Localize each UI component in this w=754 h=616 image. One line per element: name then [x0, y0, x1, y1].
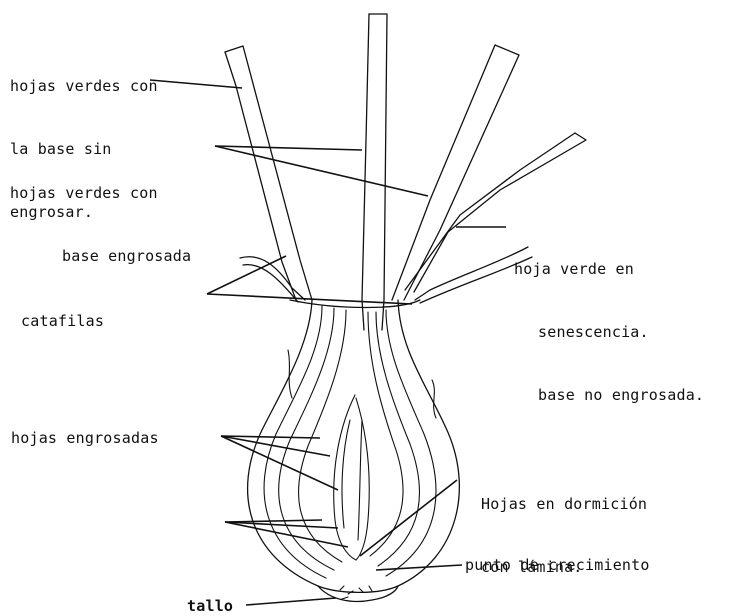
label-line: hoja verde en [514, 259, 704, 280]
label-line: hojas verdes con [10, 76, 158, 97]
label-line: base engrosada [10, 246, 191, 267]
label-line: base no engrosada. [514, 385, 704, 406]
label-cataphylls: catafilas [21, 311, 104, 332]
label-senescent-leaf: hoja verde en senescencia. base no engro… [514, 217, 704, 448]
label-leaves-thickened-base: hojas verdes con base engrosada [10, 141, 191, 309]
label-line: senescencia. [514, 322, 704, 343]
label-growth-point: punto de crecimiento [465, 555, 650, 576]
label-dormant-leaves: Hojas en dormición con lámina. [481, 452, 647, 616]
label-line: hojas verdes con [10, 183, 191, 204]
bulb-body [248, 300, 460, 601]
label-stem: tallo [187, 596, 233, 616]
label-line: Hojas en dormición [481, 494, 647, 515]
label-thickened-leaves: hojas engrosadas [11, 428, 159, 449]
